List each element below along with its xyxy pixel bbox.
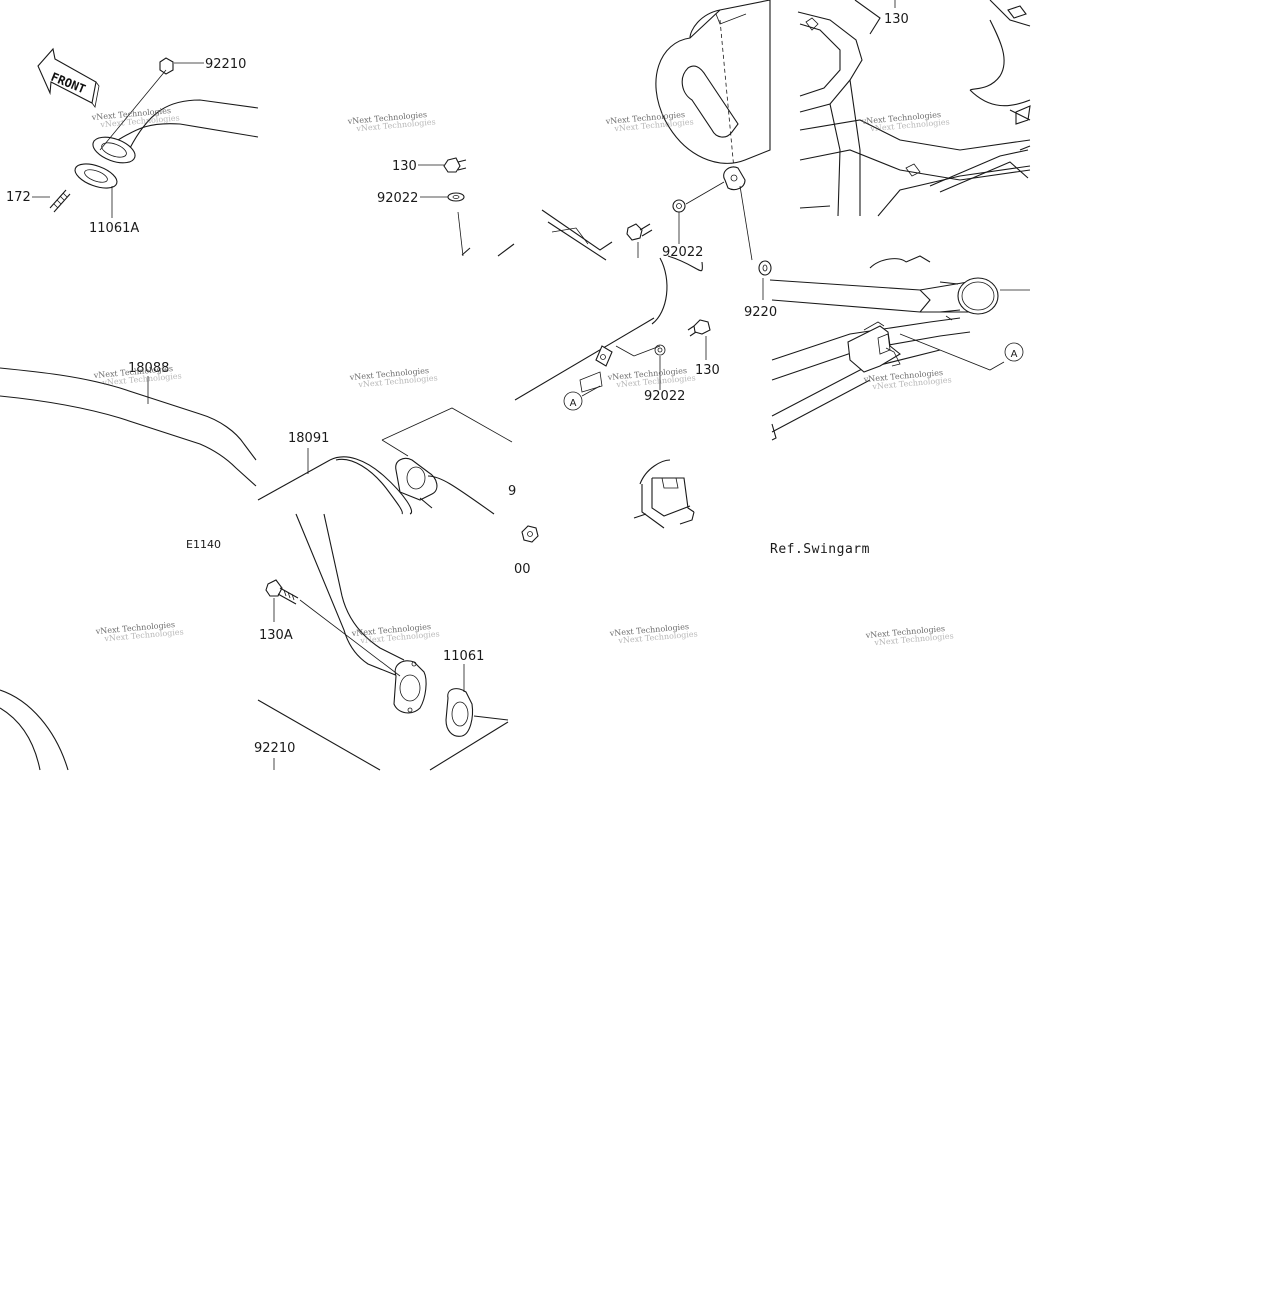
part-label-92022-c: 92022 — [644, 389, 685, 404]
watermark: vNext Technologies vNext Technologies — [606, 366, 696, 389]
part-label-E1140: E1140 — [186, 538, 221, 551]
watermark: vNext Technologies vNext Technologies — [346, 110, 436, 133]
swingarm-drawing — [769, 255, 1030, 441]
svg-text:A: A — [570, 398, 577, 409]
part-label-9-cut: 9 — [508, 484, 516, 499]
part-label-130-a: 130 — [392, 159, 417, 174]
swingarm-bracket-drawing — [633, 459, 695, 529]
part-label-130-top: 130 — [884, 12, 909, 27]
part-label-11061: 11061 — [443, 649, 484, 664]
watermark: vNext Technologies vNext Technologies — [608, 622, 698, 645]
fasteners-center — [418, 157, 772, 360]
part-labels: 92210 172 11061A 130 92022 92022 92022 1… — [6, 12, 909, 756]
muffler-18091-drawing — [257, 407, 539, 771]
part-label-130A: 130A — [259, 628, 293, 643]
callout-a-left: A — [563, 385, 601, 411]
watermark: vNext Technologies vNext Technologies — [860, 110, 950, 133]
part-label-00-cut: 00 — [514, 562, 531, 577]
watermark: vNext Technologies vNext Technologies — [348, 366, 438, 389]
part-label-9220-cut: 9220 — [744, 305, 777, 320]
part-label-92210-bottom: 92210 — [254, 741, 295, 756]
part-label-92210-top: 92210 — [205, 57, 246, 72]
frame-drawing — [797, 0, 1031, 217]
watermark: vNext Technologies vNext Technologies — [94, 620, 184, 643]
part-label-92022-a: 92022 — [377, 191, 418, 206]
part-label-18091: 18091 — [288, 431, 329, 446]
watermark: vNext Technologies vNext Technologies — [350, 622, 440, 645]
part-label-18088: 18088 — [128, 361, 169, 376]
watermark: vNext Technologies vNext Technologies — [862, 368, 952, 391]
callout-a-right: A — [1004, 342, 1024, 362]
watermark: vNext Technologies vNext Technologies — [92, 364, 182, 387]
exhaust-pipe-18088-drawing — [0, 367, 257, 771]
part-label-172: 172 — [6, 190, 31, 205]
part-label-92022-b: 92022 — [662, 245, 703, 260]
reference-label-swingarm: Ref.Swingarm — [770, 542, 870, 557]
watermark: vNext Technologies vNext Technologies — [90, 106, 180, 129]
part-label-11061A: 11061A — [89, 221, 139, 236]
watermark: vNext Technologies vNext Technologies — [864, 624, 954, 647]
part-label-130-b: 130 — [695, 363, 720, 378]
front-arrow-icon: FRONT — [37, 47, 100, 108]
front-exhaust-pipe-drawing — [49, 57, 259, 213]
svg-text:A: A — [1011, 349, 1018, 360]
muffler-drawing — [461, 0, 771, 401]
